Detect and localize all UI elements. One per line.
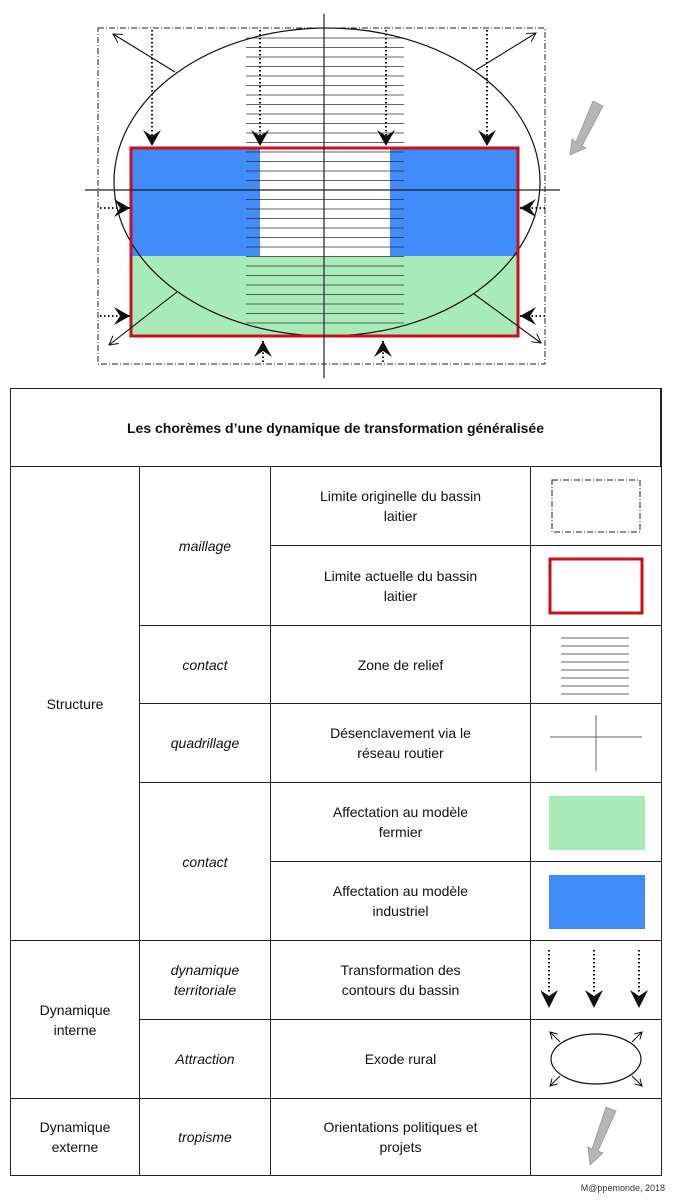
exodus-arrows — [109, 33, 541, 345]
original-limit — [97, 27, 546, 365]
blue-area-icon — [531, 862, 661, 941]
legend-table: Les chorèmes d’une dynamique de transfor… — [10, 388, 662, 1176]
legend-row-label: Désenclavement via le réseau routier — [271, 704, 531, 783]
legend-row-label: Transformation des contours du bassin — [271, 941, 531, 1020]
arrowhead-icon — [114, 199, 130, 217]
arrowhead-icon — [251, 130, 269, 146]
red-rectangle-icon — [531, 546, 661, 626]
arrowhead-icon — [377, 130, 395, 146]
contour-transformation-arrows — [100, 30, 545, 362]
type-tropisme: tropisme — [140, 1099, 271, 1175]
legend-row-label: Affectation au modèle industriel — [271, 862, 531, 941]
type-quadrillage: quadrillage — [140, 704, 271, 783]
relief-zone — [246, 37, 404, 324]
legend-row-label: Exode rural — [271, 1020, 531, 1099]
credit: M@ppemonde, 2018 — [580, 1183, 665, 1193]
green-area-icon — [531, 783, 661, 862]
tropism-arrow — [569, 100, 604, 156]
group-internal: Dynamique interne — [11, 941, 140, 1099]
ellipse-outward-arrows-icon — [531, 1020, 661, 1099]
arrowhead-icon — [114, 307, 130, 325]
type-attraction: Attraction — [140, 1020, 271, 1099]
group-external: Dynamique externe — [11, 1099, 140, 1175]
group-structure: Structure — [11, 467, 140, 941]
arrowhead-icon — [143, 130, 161, 146]
type-contact-2: contact — [140, 783, 271, 941]
dotted-down-arrows-icon — [531, 941, 661, 1020]
legend-title: Les chorèmes d’une dynamique de transfor… — [11, 389, 661, 467]
legend-row-label: Limite actuelle du bassin laitier — [271, 546, 531, 626]
type-dynamique-territoriale: dynamique territoriale — [140, 941, 271, 1020]
arrowhead-icon — [478, 130, 496, 146]
legend-row-label: Affectation au modèle fermier — [271, 783, 531, 862]
arrowhead-icon — [254, 341, 272, 357]
dash-dot-rectangle-icon — [531, 467, 661, 546]
arrowhead-icon — [520, 307, 536, 325]
legend-row-label: Limite originelle du bassin laitier — [271, 467, 531, 546]
type-maillage: maillage — [140, 467, 271, 626]
type-contact: contact — [140, 626, 271, 704]
hatch-lines-icon — [531, 626, 661, 704]
industrial-zone — [131, 148, 518, 256]
grey-arrow-icon — [531, 1099, 661, 1175]
arrowhead-icon — [520, 199, 536, 217]
legend-row-label: Orientations politiques et projets — [271, 1099, 531, 1175]
arrowhead-icon — [374, 341, 392, 357]
road-cross-icon — [531, 704, 661, 783]
choreme-diagram — [85, 14, 604, 378]
legend-row-label: Zone de relief — [271, 626, 531, 704]
